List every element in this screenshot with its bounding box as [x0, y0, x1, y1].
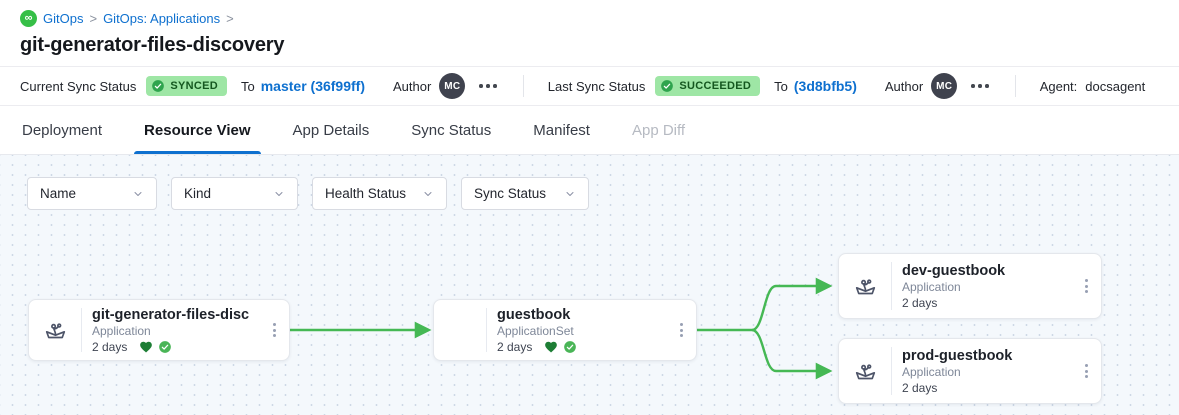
tab-manifest[interactable]: Manifest [531, 106, 592, 154]
breadcrumb-separator: > [89, 11, 98, 26]
application-resource-icon [839, 339, 891, 403]
chevron-down-icon [275, 191, 283, 196]
chevron-down-icon [134, 191, 142, 196]
chevron-down-icon [566, 191, 574, 196]
node-kind: ApplicationSet [497, 324, 574, 338]
application-resource-icon [29, 300, 81, 360]
breadcrumb: ∞ GitOps > GitOps: Applications > [20, 10, 1159, 27]
tab-label: Sync Status [411, 121, 492, 139]
current-sync-status-label: Current Sync Status [20, 78, 137, 94]
node-title: prod-guestbook [902, 348, 1013, 364]
current-sync-status-badge: SYNCED [146, 76, 227, 96]
last-sync-status-label: Last Sync Status [547, 78, 646, 94]
node-menu-button[interactable] [1071, 254, 1101, 318]
tab-sync-status[interactable]: Sync Status [409, 106, 493, 154]
tab-label: Manifest [533, 121, 590, 139]
page-header: ∞ GitOps > GitOps: Applications > git-ge… [0, 0, 1179, 66]
filter-kind-dropdown[interactable]: Kind [171, 177, 298, 210]
check-circle-icon [661, 80, 674, 92]
health-heart-icon [545, 341, 558, 353]
tab-app-details[interactable]: App Details [291, 106, 372, 154]
last-author-avatar[interactable]: MC [931, 73, 958, 99]
filter-bar: Name Kind Health Status Sync Status [27, 177, 589, 210]
last-sync-status-badge: SUCCEEDED [655, 76, 761, 96]
last-author-label: Author [884, 78, 924, 94]
node-age: 2 days [92, 340, 128, 354]
tab-deployment[interactable]: Deployment [20, 106, 104, 154]
node-age: 2 days [902, 381, 938, 395]
tab-bar: Deployment Resource View App Details Syn… [0, 106, 1179, 155]
filter-label: Health Status [325, 186, 407, 201]
node-info: prod-guestbook Application 2 days [892, 339, 1071, 403]
last-revision-link[interactable]: (3d8bfb5) [793, 78, 857, 94]
divider [1014, 75, 1016, 97]
node-menu-button[interactable] [1071, 339, 1101, 403]
chevron-down-icon [424, 191, 432, 196]
gitops-logo-icon: ∞ [20, 10, 37, 27]
health-heart-icon [140, 341, 153, 353]
breadcrumb-gitops-link[interactable]: GitOps [43, 11, 84, 26]
application-resource-icon [839, 254, 891, 318]
last-sync-more-button[interactable] [969, 80, 991, 92]
node-menu-button[interactable] [666, 300, 696, 360]
agent-info: Agent: docsagent [1040, 79, 1146, 94]
node-age: 2 days [902, 296, 938, 310]
filter-sync-status-dropdown[interactable]: Sync Status [461, 177, 589, 210]
breadcrumb-separator: > [226, 11, 234, 26]
node-info: guestbook ApplicationSet 2 days [487, 300, 666, 360]
filter-label: Kind [184, 186, 212, 201]
applicationset-resource-icon [434, 300, 486, 360]
node-age: 2 days [497, 340, 533, 354]
page-title: git-generator-files-discovery [20, 34, 285, 56]
node-info: dev-guestbook Application 2 days [892, 254, 1071, 318]
current-sync-status-badge-label: SYNCED [170, 80, 218, 92]
tab-label: App Details [292, 121, 370, 139]
node-title: dev-guestbook [902, 263, 1006, 279]
sync-status-bar: Current Sync Status SYNCED To master (36… [0, 66, 1179, 106]
divider [522, 75, 524, 97]
synced-check-icon [564, 341, 577, 353]
graph-node-dev-guestbook[interactable]: dev-guestbook Application 2 days [838, 253, 1102, 319]
node-kind: Application [92, 324, 151, 338]
tab-app-diff: App Diff [630, 106, 687, 154]
divider [891, 347, 892, 395]
node-menu-button[interactable] [259, 300, 289, 360]
node-title: git-generator-files-disco... [92, 307, 249, 323]
active-tab-indicator [134, 151, 261, 154]
filter-health-status-dropdown[interactable]: Health Status [312, 177, 447, 210]
graph-node-guestbook[interactable]: guestbook ApplicationSet 2 days [433, 299, 697, 361]
agent-label: Agent: [1039, 78, 1078, 94]
last-to-label: To [774, 78, 788, 94]
graph-node-prod-guestbook[interactable]: prod-guestbook Application 2 days [838, 338, 1102, 404]
current-author-label: Author [392, 78, 432, 94]
tab-label: Deployment [22, 121, 103, 139]
breadcrumb-applications-link[interactable]: GitOps: Applications [103, 11, 221, 26]
node-kind: Application [902, 280, 961, 294]
filter-label: Sync Status [474, 186, 547, 201]
current-to-label: To [240, 78, 255, 94]
tab-label: Resource View [144, 121, 251, 139]
last-sync-status-badge-label: SUCCEEDED [679, 80, 752, 92]
synced-check-icon [159, 341, 172, 353]
current-sync-more-button[interactable] [477, 80, 499, 92]
current-revision-link[interactable]: master (36f99ff) [260, 78, 365, 94]
tab-label: App Diff [631, 121, 686, 139]
filter-name-dropdown[interactable]: Name [27, 177, 157, 210]
filter-label: Name [40, 186, 77, 201]
check-circle-icon [152, 80, 165, 92]
graph-node-git-generator-files-discovery[interactable]: git-generator-files-disco... Application… [28, 299, 290, 361]
current-author-avatar[interactable]: MC [439, 73, 466, 99]
agent-value: docsagent [1085, 78, 1146, 94]
node-kind: Application [902, 365, 961, 379]
divider [891, 262, 892, 310]
resource-graph-canvas: Name Kind Health Status Sync Status [0, 155, 1179, 415]
node-title: guestbook [497, 307, 571, 323]
divider [486, 308, 487, 352]
node-info: git-generator-files-disco... Application… [82, 300, 259, 360]
tab-resource-view[interactable]: Resource View [134, 106, 261, 154]
divider [81, 308, 82, 352]
